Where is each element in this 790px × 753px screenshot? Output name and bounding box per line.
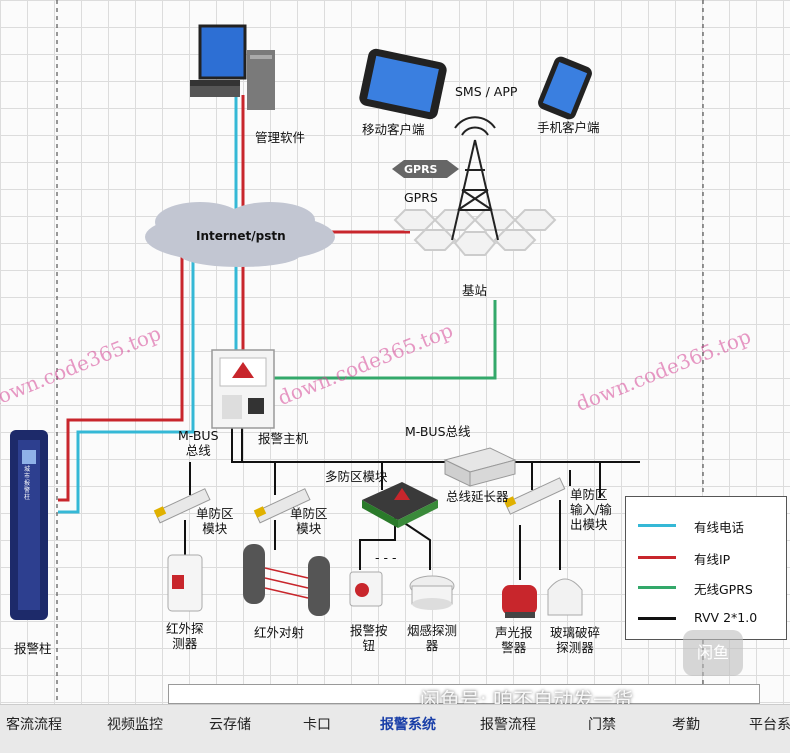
label-glass-break: 玻璃破碎 探测器 <box>550 625 601 655</box>
single-zone-module-1 <box>153 488 211 524</box>
internet-cloud-icon <box>145 202 335 267</box>
desktop-computer-icon <box>190 24 275 110</box>
app-logo: 闲鱼 <box>683 630 743 676</box>
label-sound-light: 声光报 警器 <box>495 625 533 655</box>
label-internet: Internet/pstn <box>196 229 286 243</box>
label-alarm-pillar: 报警柱 <box>14 641 52 656</box>
alarm-host-icon <box>211 349 275 429</box>
tab-checkpoint[interactable]: 卡口 <box>303 717 331 733</box>
tab-passenger-flow[interactable]: 客流流程 <box>6 717 62 733</box>
alarm-button-icon <box>349 571 383 607</box>
legend-swatch-rvv <box>638 617 676 620</box>
label-gprs: GPRS <box>404 190 438 205</box>
label-alarm-button: 报警按 钮 <box>350 623 388 653</box>
label-single-zone-1: 单防区 模块 <box>196 506 234 536</box>
cell-tower-icon <box>393 116 557 256</box>
alarm-pillar-icon <box>10 430 48 620</box>
horizontal-scrollbar[interactable] <box>168 684 760 704</box>
single-zone-io-module <box>503 477 566 515</box>
legend-swatch-wired-ip <box>638 556 676 559</box>
gprs-badge-icon <box>392 160 459 178</box>
ir-detector-icon <box>167 554 203 612</box>
smoke-detector-icon <box>409 575 455 610</box>
glass-break-detector-icon <box>547 578 583 616</box>
tab-platform[interactable]: 平台系 <box>749 717 790 733</box>
label-sms-app: SMS / APP <box>455 84 518 99</box>
label-smoke-detector: 烟感探测 器 <box>407 623 458 653</box>
label-mbus-left: M-BUS 总线 <box>178 428 219 458</box>
label-base-station: 基站 <box>462 283 488 298</box>
tab-alarm-process[interactable]: 报警流程 <box>480 717 536 733</box>
bus-extender-icon <box>443 447 517 487</box>
label-alarm-host: 报警主机 <box>258 431 309 446</box>
tab-cloud-storage[interactable]: 云存储 <box>209 717 251 733</box>
legend-swatch-wired-phone <box>638 524 676 527</box>
tab-video-surveillance[interactable]: 视频监控 <box>107 717 163 733</box>
legend-label-wired-ip: 有线IP <box>694 552 731 567</box>
label-ir-beam: 红外对射 <box>254 625 305 640</box>
ir-beam-icon <box>243 544 330 616</box>
label-pillar-text: 城 市 报 警 柱 <box>24 466 31 501</box>
label-single-zone-io: 单防区 输入/输 出模块 <box>570 487 612 532</box>
tablet-icon <box>359 48 447 120</box>
label-mbus-bus: M-BUS总线 <box>405 424 471 439</box>
label-phone-client: 手机客户端 <box>537 120 600 135</box>
legend-label-wired-phone: 有线电话 <box>694 520 745 535</box>
tab-attendance[interactable]: 考勤 <box>672 717 700 733</box>
gprs-line <box>270 300 497 380</box>
label-multi-zone: 多防区模块 <box>325 469 388 484</box>
label-single-zone-2: 单防区 模块 <box>290 506 328 536</box>
multi-zone-module-icon <box>362 482 438 528</box>
phone-icon <box>538 56 592 120</box>
label-mobile-client: 移动客户端 <box>362 122 425 137</box>
wired-ip-lines <box>58 95 410 502</box>
legend-label-wireless-gprs: 无线GPRS <box>694 582 753 597</box>
sound-light-alarm-icon <box>502 585 537 618</box>
legend: 有线电话 有线IP 无线GPRS RVV 2*1.0 <box>625 496 787 640</box>
tab-access-control[interactable]: 门禁 <box>588 717 616 733</box>
label-bus-extender: 总线延长器 <box>446 489 509 504</box>
sheet-tab-bar <box>0 704 790 753</box>
legend-label-rvv: RVV 2*1.0 <box>694 610 758 625</box>
label-dashes: - - - <box>375 550 397 565</box>
legend-swatch-wireless-gprs <box>638 586 676 589</box>
label-mgmt-software: 管理软件 <box>255 130 306 145</box>
tab-alarm-system[interactable]: 报警系统 <box>380 717 436 733</box>
label-gprs-badge: GPRS <box>404 163 438 176</box>
single-zone-module-2 <box>253 488 311 524</box>
label-ir-detector: 红外探 测器 <box>166 621 204 651</box>
